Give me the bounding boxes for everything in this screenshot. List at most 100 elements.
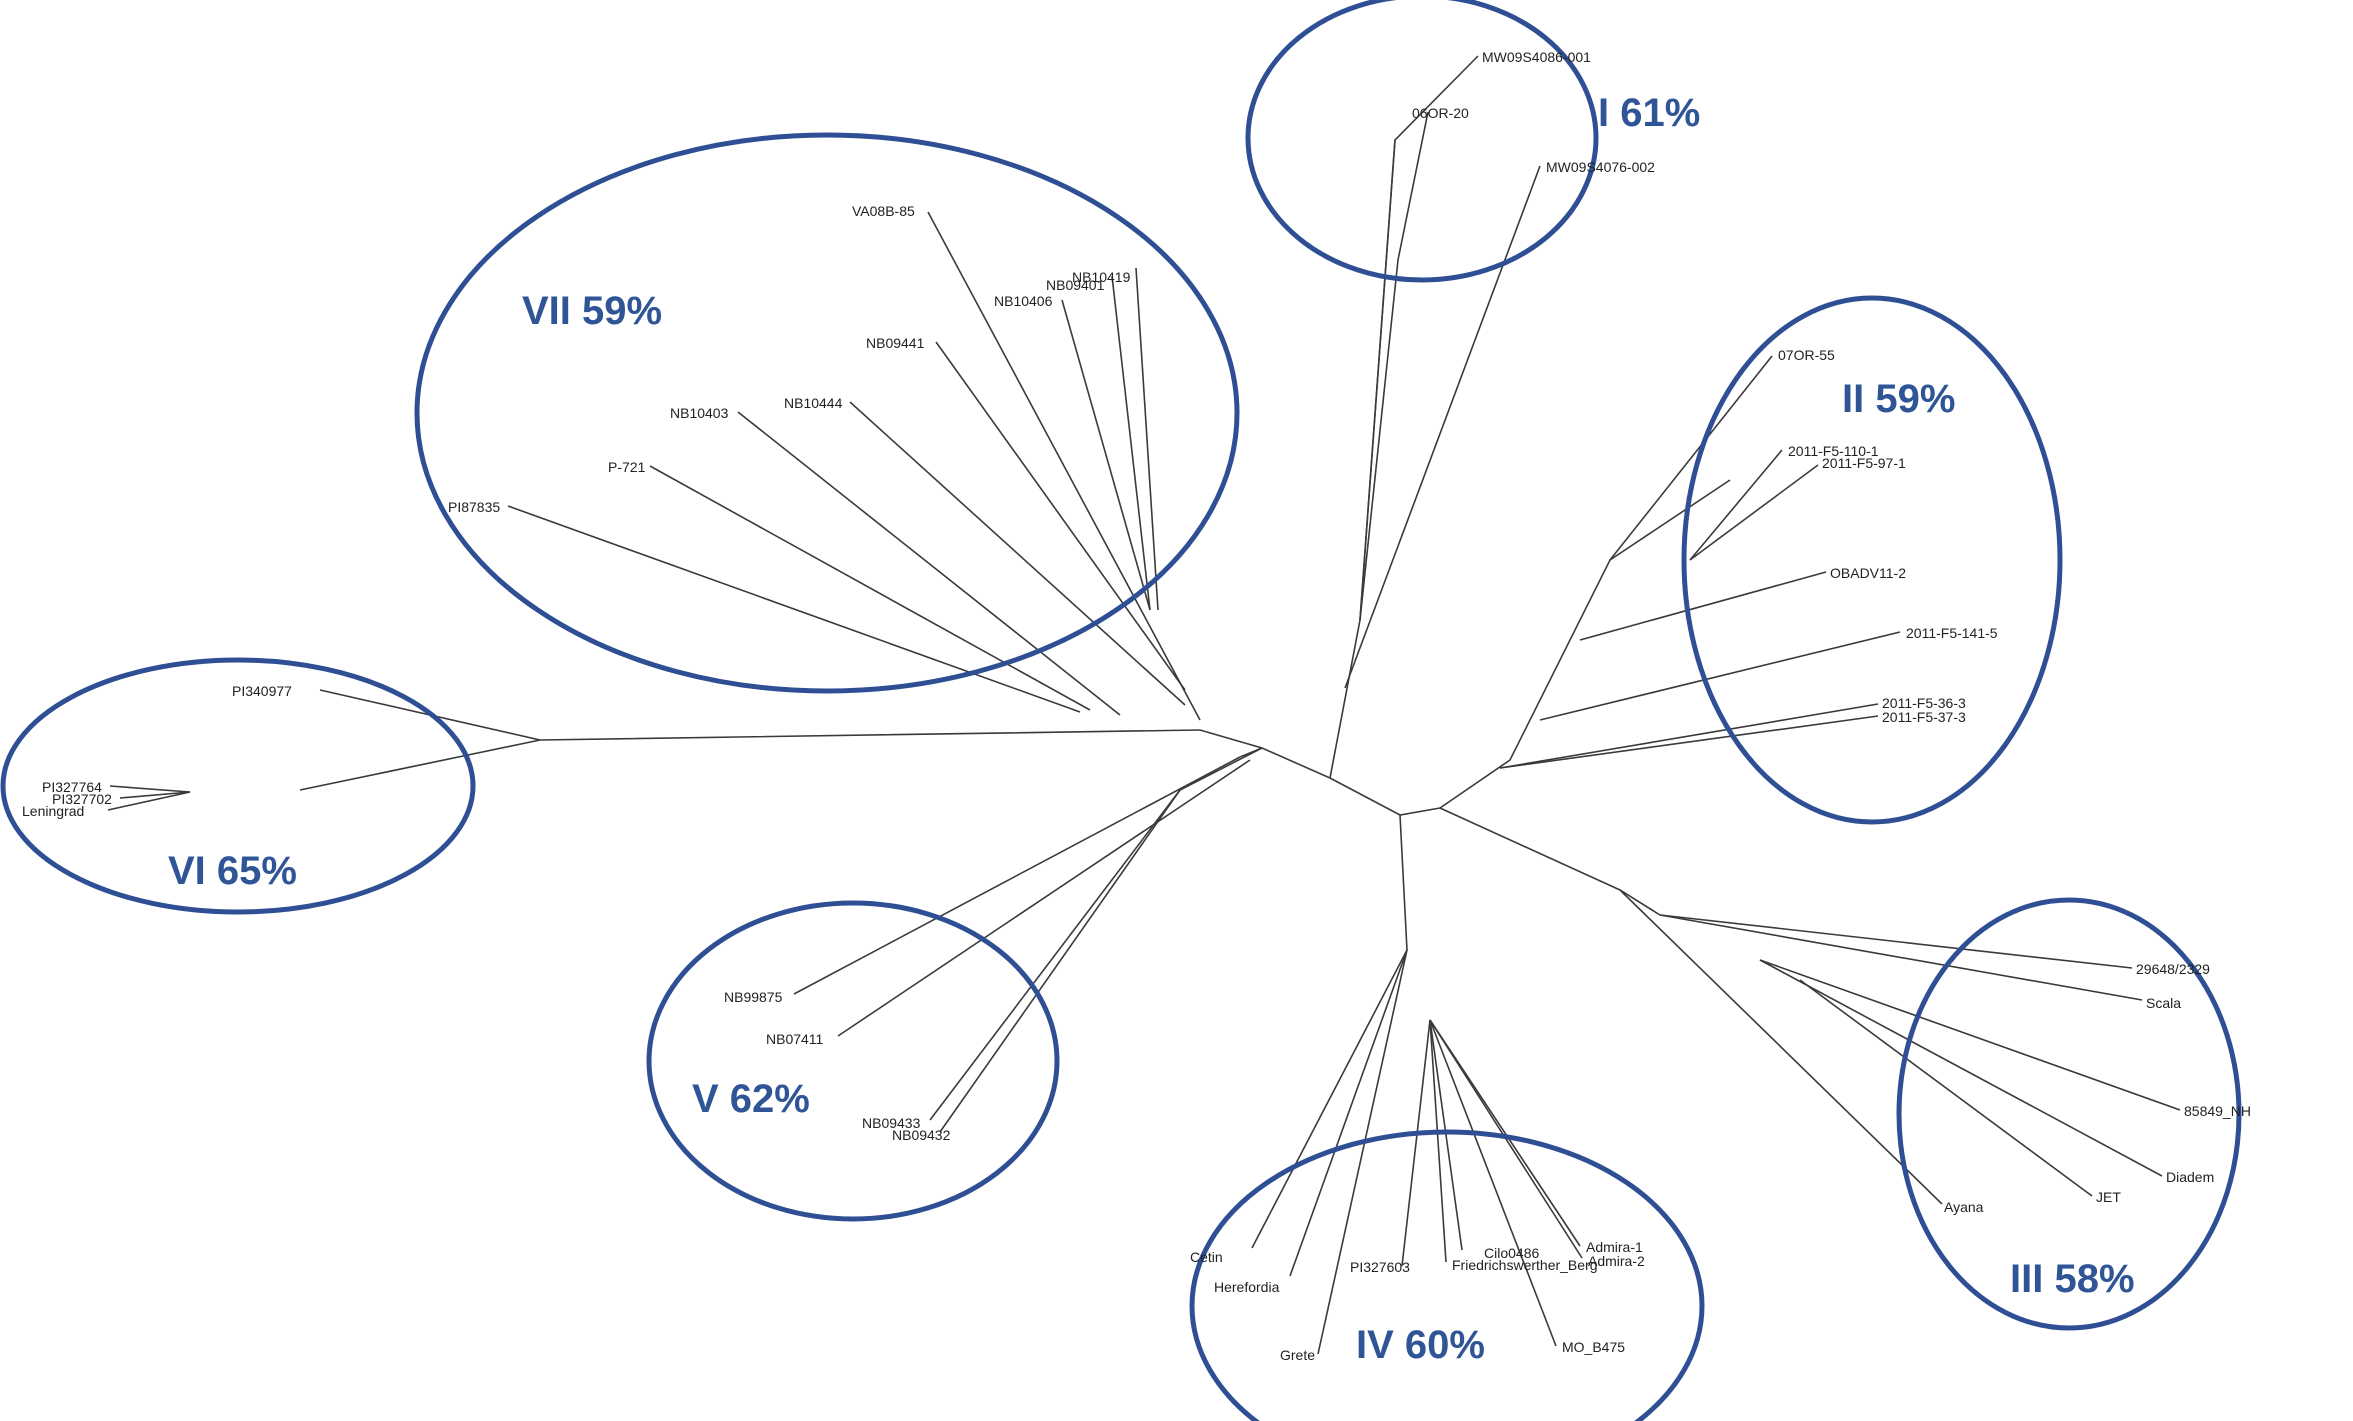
- cluster-label-ii: II 59%: [1842, 377, 1955, 421]
- leaf-label-2011-f5-37-3: 2011-F5-37-3: [1882, 709, 1966, 725]
- cluster-label-v: V 62%: [692, 1077, 810, 1121]
- leaf-label-friedrichswerther-berg: Friedrichswerther_Berg: [1452, 1257, 1598, 1273]
- leaf-label-pi327764: PI327764: [42, 779, 102, 795]
- leaf-label-nb99875: NB99875: [724, 989, 783, 1005]
- leaf-label-nb10419: NB10419: [1072, 269, 1131, 285]
- branch-ayana: [1619, 889, 1943, 1205]
- branch-mw09s4076-002: [1344, 165, 1541, 689]
- branch-mo-b475: [1429, 1019, 1557, 1347]
- branch-backbone-iii: [1439, 807, 1661, 916]
- leaf-label-va08b-85: VA08B-85: [852, 203, 915, 219]
- branch-pi327764: [109, 785, 191, 793]
- cluster-ring-iii: [1896, 897, 2242, 1331]
- leaf-label-06or-20: 06OR-20: [1412, 105, 1469, 121]
- cluster-label-iii: III 58%: [2010, 1257, 2135, 1301]
- tree-branches: [107, 55, 2181, 1355]
- branch-herefordia: [1289, 949, 1408, 1277]
- branch-va08b-85: [927, 211, 1201, 721]
- branch-backbone-vi: [299, 729, 1201, 791]
- leaf-label-leningrad: Leningrad: [22, 803, 84, 819]
- branch-pi327702: [119, 791, 191, 799]
- cluster-rings: [0, 0, 2242, 1421]
- branch-29648-2329: [1659, 914, 2133, 969]
- branch-06or-20: [1359, 111, 1429, 621]
- branch-85849-nh: [1759, 959, 2181, 1111]
- cluster-ring-vii: [414, 132, 1240, 694]
- branch-backbone-v: [1179, 747, 1263, 791]
- branch-obadv11-2: [1579, 571, 1827, 641]
- branch-nb10419: [1135, 267, 1159, 611]
- leaf-label-nb09433: NB09433: [862, 1115, 921, 1131]
- leaf-label-pi327702: PI327702: [52, 791, 112, 807]
- branch-nb10444: [849, 401, 1186, 706]
- branch-cetin: [1251, 949, 1408, 1249]
- leaf-label-nb10444: NB10444: [784, 395, 843, 411]
- branch-nb99875: [793, 756, 1241, 995]
- leaf-label-mw09s4076-002: MW09S4076-002: [1546, 159, 1655, 175]
- branch-mw09s4086-001: [1359, 55, 1479, 621]
- branch-2011-f5-37-3: [1499, 715, 1879, 769]
- leaf-label-pi87835: PI87835: [448, 499, 500, 515]
- leaf-label-admira-2: Admira-2: [1588, 1253, 1645, 1269]
- branch-nb09433: [929, 789, 1181, 1121]
- branch-2011-f5-110-1: [1689, 449, 1783, 561]
- leaf-label-2011-f5-141-5: 2011-F5-141-5: [1906, 625, 1998, 641]
- leaf-label-mw09s4086-001: MW09S4086-001: [1482, 49, 1591, 65]
- leaf-label-cetin: Cetin: [1190, 1249, 1223, 1265]
- branch-2011-f5-97-1: [1689, 464, 1819, 561]
- branch-jet: [1799, 979, 2093, 1197]
- branch-grete: [1317, 949, 1408, 1355]
- leaf-label-cilo0486: Cilo0486: [1484, 1245, 1539, 1261]
- leaf-label-2011-f5-97-1: 2011-F5-97-1: [1822, 455, 1906, 471]
- branch-backbone-vii: [1199, 729, 1331, 779]
- branch-p-721: [649, 465, 1091, 711]
- branch-nb10406: [1061, 299, 1151, 611]
- cluster-labels: I 61% II 59% III 58% IV 60% V 62% VI 65%…: [168, 91, 2135, 1367]
- branch-diadem: [1759, 959, 2163, 1177]
- leaf-label-obadv11-2: OBADV11-2: [1830, 565, 1906, 581]
- leaf-label-2011-f5-110-1: 2011-F5-110-1: [1788, 443, 1879, 459]
- branch-nb10403: [737, 411, 1121, 716]
- leaf-label-pi327603: PI327603: [1350, 1259, 1410, 1275]
- branch-backbone-right: [1329, 777, 1441, 816]
- leaf-label-85849-nh: 85849_NH: [2184, 1103, 2251, 1119]
- cluster-ring-v: [646, 900, 1060, 1222]
- cluster-label-iv: IV 60%: [1356, 1323, 1485, 1367]
- leaf-label-mo-b475: MO_B475: [1562, 1339, 1625, 1355]
- branch-cilo0486: [1429, 1019, 1463, 1251]
- branch-2011-f5-36-3: [1499, 703, 1879, 769]
- branch-nb09401: [1111, 275, 1151, 611]
- branch-pi87835: [507, 505, 1081, 713]
- branch-leningrad: [107, 791, 191, 811]
- leaf-label-pi340977: PI340977: [232, 683, 292, 699]
- leaf-label-admira-1: Admira-1: [1586, 1239, 1643, 1255]
- leaf-label-herefordia: Herefordia: [1214, 1279, 1280, 1295]
- leaf-label-nb09441: NB09441: [866, 335, 925, 351]
- branch-pi327603: [1401, 1019, 1431, 1267]
- leaf-label-nb09432: NB09432: [892, 1127, 951, 1143]
- leaf-label-scala: Scala: [2146, 995, 2181, 1011]
- cluster-ring-vi: [0, 657, 476, 915]
- branch-friedrichswerther-berg: [1429, 1019, 1447, 1263]
- leaf-label-nb09401: NB09401: [1046, 277, 1105, 293]
- cluster-ring-i: [1245, 0, 1599, 283]
- leaf-labels: MW09S4086-001 06OR-20 MW09S4076-002 07OR…: [22, 49, 2251, 1363]
- branch-backbone-iv: [1399, 814, 1408, 951]
- leaf-label-nb07411: NB07411: [766, 1031, 824, 1047]
- leaf-label-29648-2329: 29648/2329: [2136, 961, 2210, 977]
- leaf-label-diadem: Diadem: [2166, 1169, 2214, 1185]
- branch-nb07411: [837, 759, 1251, 1037]
- cluster-ring-iv: [1189, 1129, 1705, 1421]
- branch-2011-f5-141-5: [1539, 631, 1901, 721]
- cluster-label-vii: VII 59%: [522, 289, 662, 333]
- leaf-label-nb10403: NB10403: [670, 405, 729, 421]
- cluster-label-i: I 61%: [1598, 91, 1700, 135]
- branch-nb09441: [935, 341, 1186, 691]
- branch-backbone-ii: [1439, 479, 1731, 809]
- leaf-label-07or-55: 07OR-55: [1778, 347, 1835, 363]
- cluster-ring-ii: [1681, 295, 2063, 825]
- cluster-label-vi: VI 65%: [168, 849, 297, 893]
- branch-scala: [1659, 914, 2143, 1001]
- leaf-label-jet: JET: [2096, 1189, 2121, 1205]
